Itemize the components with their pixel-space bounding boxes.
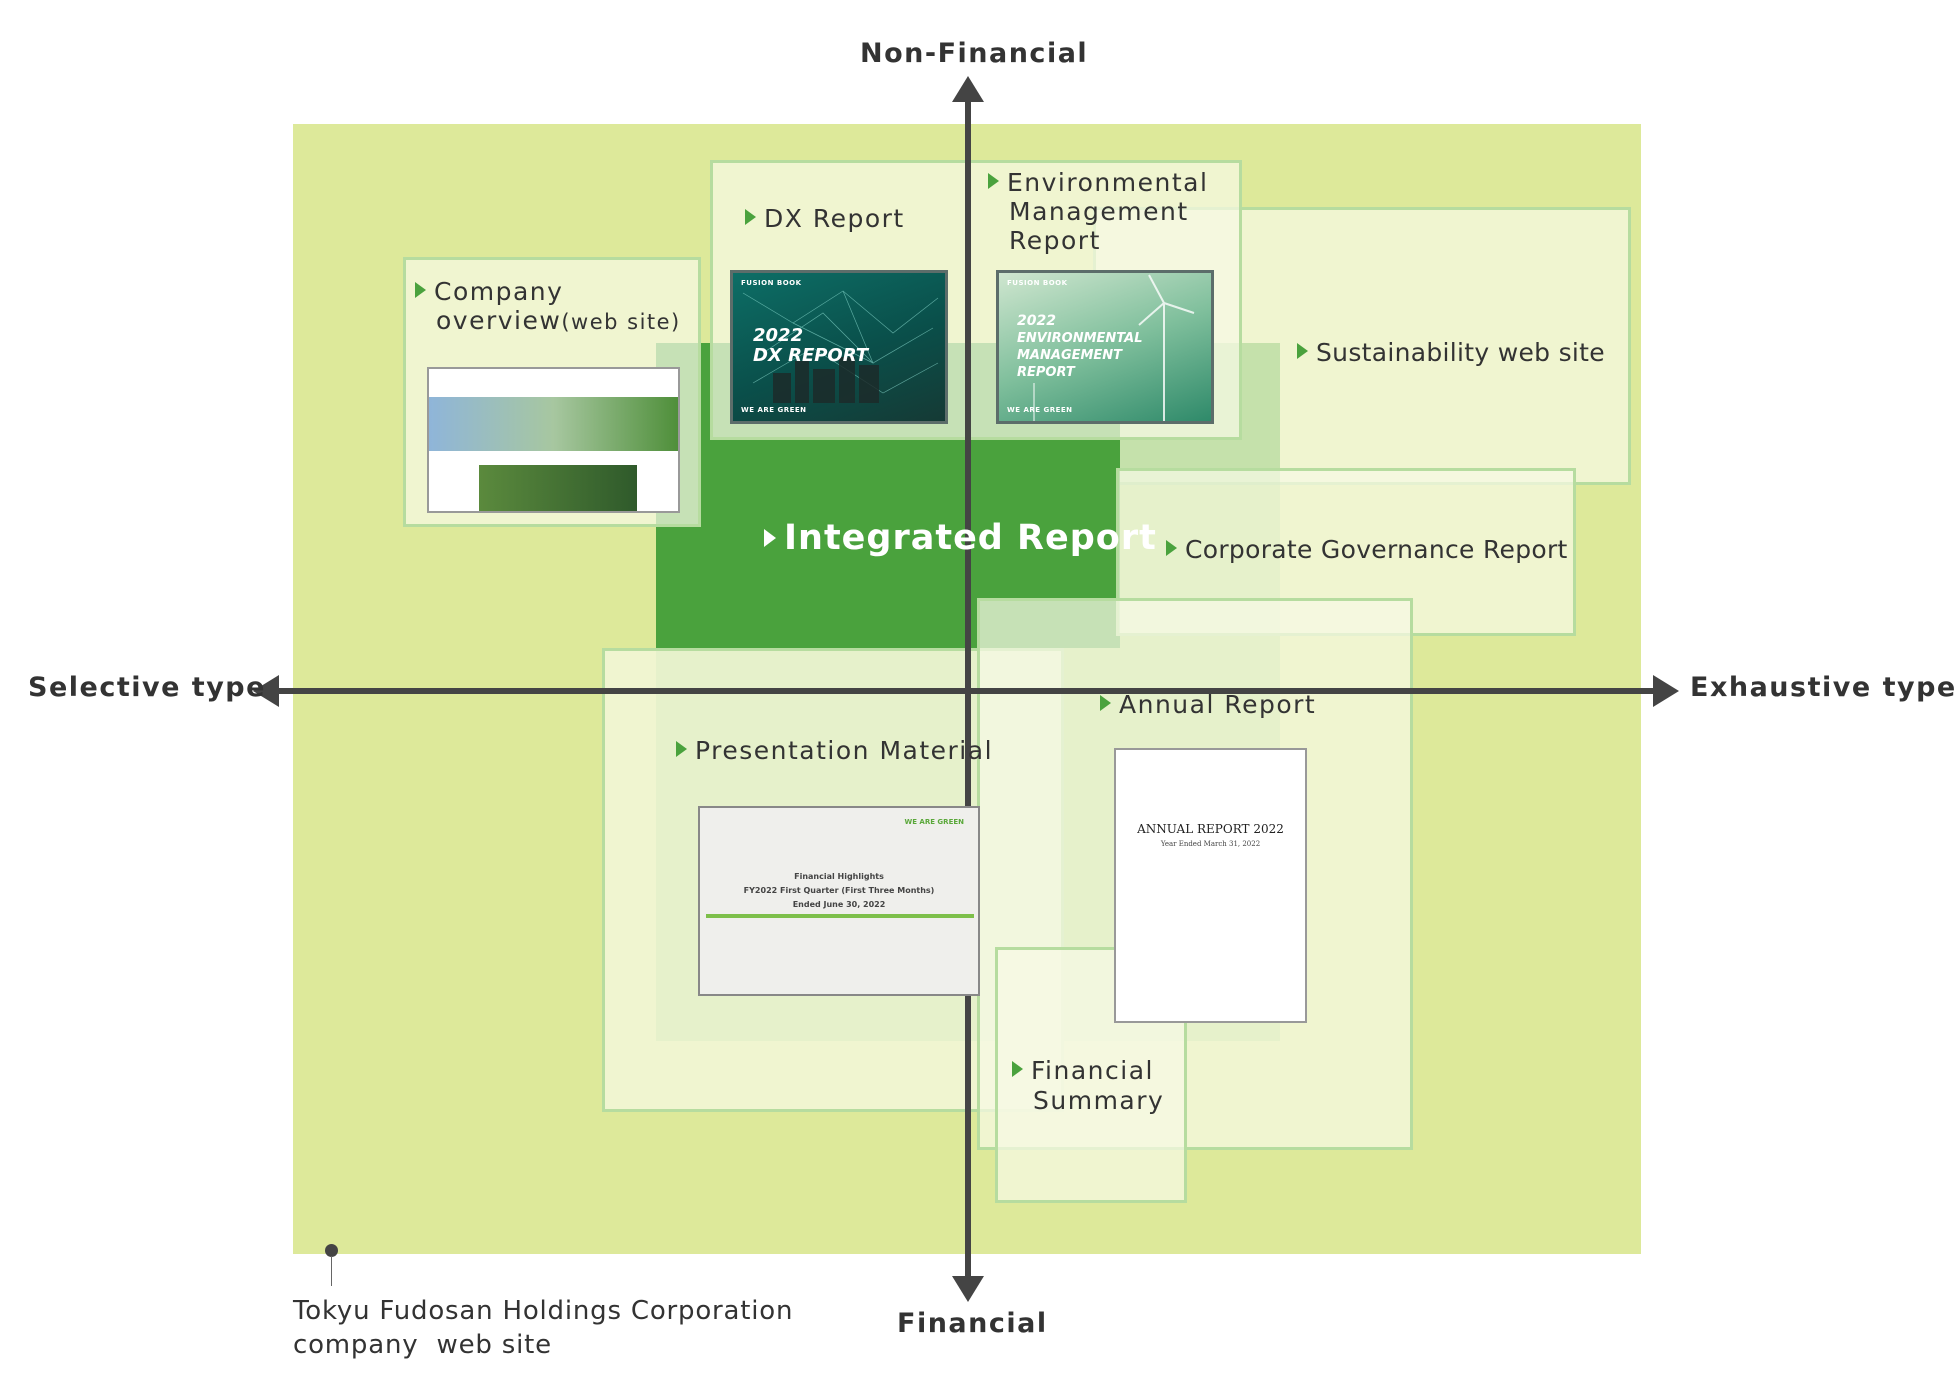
triangle-bullet-icon xyxy=(1166,540,1177,556)
corporate-governance-label[interactable]: Corporate Governance Report xyxy=(1166,535,1568,565)
dx-report-thumbnail[interactable]: FUSION BOOK 2022 DX REPORT WE ARE GREEN xyxy=(730,270,948,424)
annual-report-label[interactable]: Annual Report xyxy=(1100,690,1316,720)
presentation-accent-line xyxy=(706,914,974,918)
arrow-down-icon xyxy=(952,1276,984,1302)
arrow-left-icon xyxy=(253,675,279,707)
integrated-report-label[interactable]: Integrated Report xyxy=(764,518,1157,558)
vertical-axis xyxy=(965,95,971,1295)
sustainability-label[interactable]: Sustainability web site xyxy=(1297,338,1605,368)
website-hero-image xyxy=(429,397,678,451)
arrow-right-icon xyxy=(1653,675,1679,707)
axis-label-left: Selective type xyxy=(28,672,266,703)
triangle-bullet-icon xyxy=(1012,1061,1023,1077)
marker-dot xyxy=(325,1244,338,1257)
environmental-report-thumbnail[interactable]: FUSION BOOK 2022 ENVIRONMENTAL MANAGEMEN… xyxy=(996,270,1214,424)
triangle-bullet-icon xyxy=(745,209,756,225)
presentation-thumbnail[interactable]: WE ARE GREEN Financial Highlights FY2022… xyxy=(698,806,980,996)
triangle-bullet-icon xyxy=(764,529,776,547)
company-overview-label[interactable]: Company overview(web site) xyxy=(415,277,681,337)
dx-report-label[interactable]: DX Report xyxy=(745,204,905,234)
arrow-up-icon xyxy=(952,76,984,102)
axis-label-bottom: Financial xyxy=(897,1308,1048,1339)
horizontal-axis xyxy=(270,688,1665,694)
wind-turbine-graphic xyxy=(1033,274,1195,421)
environmental-report-label[interactable]: Environmental Management Report xyxy=(988,168,1208,255)
financial-summary-label[interactable]: Financial Summary xyxy=(1012,1056,1164,1116)
presentation-material-label[interactable]: Presentation Material xyxy=(676,736,993,766)
annual-report-thumbnail[interactable]: ANNUAL REPORT 2022 Year Ended March 31, … xyxy=(1114,748,1307,1023)
triangle-bullet-icon xyxy=(676,741,687,757)
triangle-bullet-icon xyxy=(988,173,999,189)
axis-label-right: Exhaustive type xyxy=(1690,672,1957,703)
triangle-bullet-icon xyxy=(1100,695,1111,711)
website-header-bar xyxy=(429,369,678,398)
network-lines-graphic xyxy=(742,290,939,403)
axis-label-top: Non-Financial xyxy=(860,38,1089,69)
company-website-thumbnail[interactable] xyxy=(427,367,680,513)
marker-line xyxy=(331,1256,332,1286)
website-message-card xyxy=(479,465,637,511)
triangle-bullet-icon xyxy=(1297,343,1308,359)
company-website-caption: Tokyu Fudosan Holdings Corporation compa… xyxy=(293,1296,794,1360)
triangle-bullet-icon xyxy=(415,282,426,298)
